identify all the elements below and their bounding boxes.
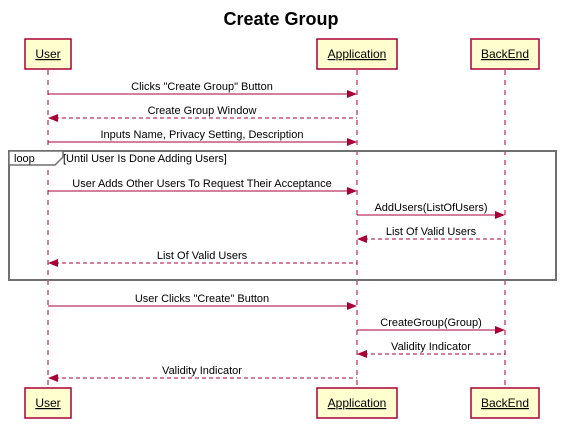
message-label: Clicks "Create Group" Button — [131, 81, 273, 93]
loop-condition: [Until User Is Done Adding Users] — [63, 153, 227, 165]
message: Clicks "Create Group" Button — [48, 81, 357, 98]
participant-label: Application — [328, 47, 387, 61]
participant-label: Application — [328, 396, 387, 410]
message: Inputs Name, Privacy Setting, Descriptio… — [48, 129, 357, 146]
message: List Of Valid Users — [357, 226, 505, 243]
arrowhead-icon — [48, 374, 58, 382]
arrowhead-icon — [347, 187, 357, 195]
participant-user-top: User — [24, 38, 72, 70]
participant-application-bottom: Application — [316, 387, 398, 419]
loop-frame: loop [Until User Is Done Adding Users] — [8, 150, 557, 281]
message: Create Group Window — [48, 105, 357, 122]
message-label: Validity Indicator — [391, 341, 471, 353]
arrowhead-icon — [495, 326, 505, 334]
message-label: Inputs Name, Privacy Setting, Descriptio… — [101, 129, 304, 141]
arrowhead-icon — [48, 259, 58, 267]
participant-label: BackEnd — [481, 47, 529, 61]
arrowhead-icon — [347, 138, 357, 146]
message: User Clicks "Create" Button — [48, 293, 357, 310]
message: AddUsers(ListOfUsers) — [357, 202, 505, 219]
message-label: User Adds Other Users To Request Their A… — [72, 178, 331, 190]
arrowhead-icon — [48, 114, 58, 122]
message: User Adds Other Users To Request Their A… — [48, 178, 357, 195]
message-label: User Clicks "Create" Button — [135, 293, 269, 305]
message: Validity Indicator — [357, 341, 505, 358]
participant-label: User — [35, 396, 60, 410]
arrowhead-icon — [495, 211, 505, 219]
message-label: AddUsers(ListOfUsers) — [374, 202, 487, 214]
diagram-title: Create Group — [223, 9, 338, 29]
message-list: Clicks "Create Group" Button Create Grou… — [48, 81, 505, 382]
participant-application-top: Application — [316, 38, 398, 70]
message-label: Validity Indicator — [162, 365, 242, 377]
arrowhead-icon — [347, 90, 357, 98]
participant-label: User — [35, 47, 60, 61]
message-label: CreateGroup(Group) — [380, 317, 482, 329]
arrowhead-icon — [357, 350, 367, 358]
arrowhead-icon — [357, 235, 367, 243]
message-label: Create Group Window — [148, 105, 257, 117]
message: List Of Valid Users — [48, 250, 357, 267]
participant-user-bottom: User — [24, 387, 72, 419]
loop-keyword: loop — [14, 153, 35, 165]
message-label: List Of Valid Users — [157, 250, 248, 262]
message-label: List Of Valid Users — [386, 226, 477, 238]
participant-label: BackEnd — [481, 396, 529, 410]
message: CreateGroup(Group) — [357, 317, 505, 334]
message: Validity Indicator — [48, 365, 357, 382]
arrowhead-icon — [347, 302, 357, 310]
participant-backend-bottom: BackEnd — [470, 387, 540, 419]
loop-frame-tab — [8, 150, 64, 166]
participant-backend-top: BackEnd — [470, 38, 540, 70]
